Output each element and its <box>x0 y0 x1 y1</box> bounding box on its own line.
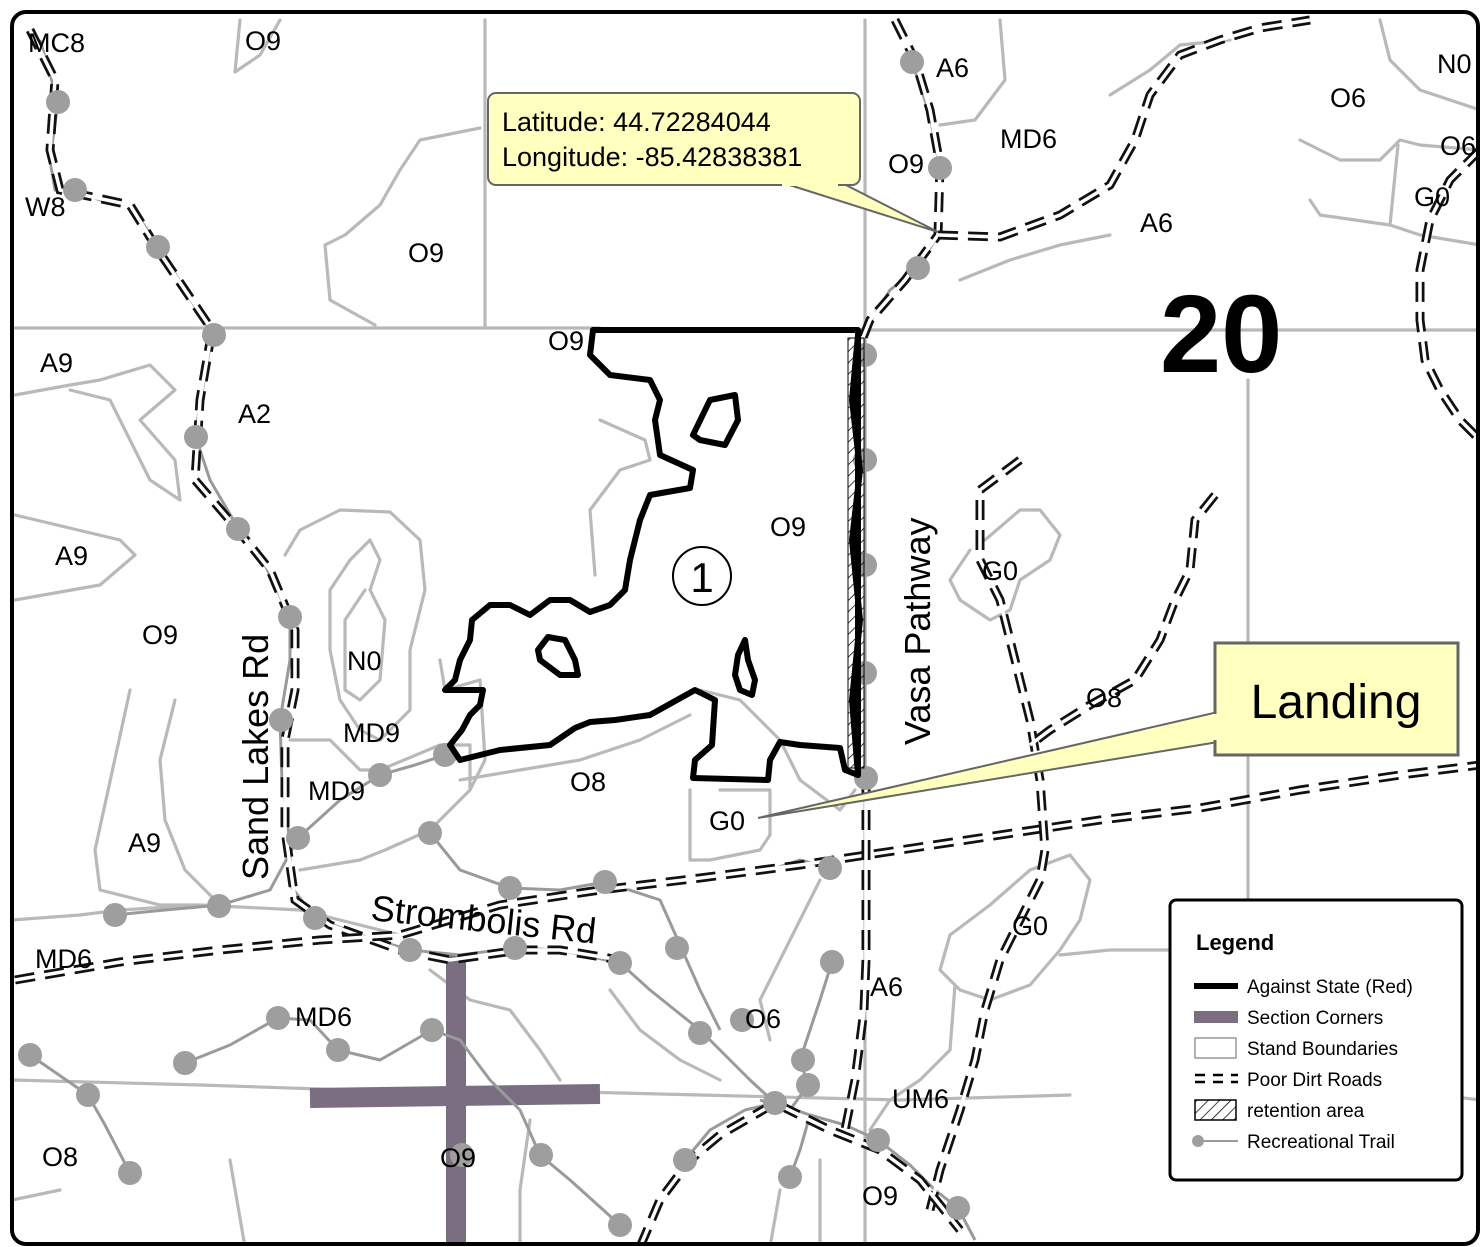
stand-label: O8 <box>42 1142 78 1172</box>
legend-item-label: Section Corners <box>1247 1008 1383 1029</box>
stand-label: A9 <box>40 348 73 378</box>
legend-item-label: Poor Dirt Roads <box>1247 1070 1382 1091</box>
stand-label: O9 <box>142 620 178 650</box>
stand-label: N0 <box>347 646 382 676</box>
stand-label: G0 <box>1012 911 1048 941</box>
legend-symbol-poor-dirt-roads <box>1195 1073 1238 1084</box>
landing-label: Landing <box>1251 676 1422 729</box>
stand-label: O9 <box>888 149 924 179</box>
stand-label: O9 <box>245 26 281 56</box>
stand-labels: MC8 O9 A6 N0 O6 MD6 O9 O6 G0 W8 O9 A6 O9… <box>25 26 1476 1211</box>
stand-label: O9 <box>770 512 806 542</box>
section-corners <box>309 955 601 1244</box>
legend: Legend Against State (Red) Section Corne… <box>1168 898 1464 1182</box>
landing-callout: Landing <box>757 641 1460 819</box>
stand-label: O8 <box>1086 683 1122 713</box>
poor-dirt-roads <box>14 15 1478 1244</box>
stand-label: A6 <box>870 972 903 1002</box>
stand-label: UM6 <box>892 1084 949 1114</box>
stand-label: A9 <box>55 541 88 571</box>
road-label-sand-lakes: Sand Lakes Rd <box>235 634 276 880</box>
stand-label: O9 <box>440 1143 476 1173</box>
stand-label: A2 <box>238 399 271 429</box>
stand-number: 1 <box>690 554 713 601</box>
stand-label: A9 <box>128 828 161 858</box>
legend-item-label: Recreational Trail <box>1247 1132 1395 1153</box>
legend-item-label: Against State (Red) <box>1247 977 1413 998</box>
legend-title: Legend <box>1196 930 1274 955</box>
longitude-text: Longitude: -85.42838381 <box>502 142 802 172</box>
legend-item-label: Stand Boundaries <box>1247 1039 1398 1060</box>
stand-label: O6 <box>1440 131 1476 161</box>
legend-symbol-stand-boundaries <box>1194 1037 1237 1059</box>
stand-label: MD9 <box>343 718 400 748</box>
stand-label: O9 <box>408 238 444 268</box>
latitude-text: Latitude: 44.72284044 <box>502 107 771 137</box>
stand-label: O9 <box>862 1181 898 1211</box>
stand-label: W8 <box>25 192 66 222</box>
stand-label: G0 <box>982 556 1018 586</box>
stand-label: O8 <box>570 767 606 797</box>
stand-label: MD9 <box>308 776 365 806</box>
stand-label: G0 <box>1414 182 1450 212</box>
stand-label: O6 <box>745 1004 781 1034</box>
stand-label: N0 <box>1437 49 1472 79</box>
stand-label: O9 <box>548 326 584 356</box>
stand-label: MD6 <box>1000 124 1057 154</box>
stand-label: MC8 <box>28 28 85 58</box>
stand-label: MD6 <box>35 944 92 974</box>
stand-label: A6 <box>1140 208 1173 238</box>
map-frame <box>10 10 1480 1246</box>
coordinate-callout: Latitude: 44.72284044 Longitude: -85.428… <box>487 92 939 233</box>
stand-label: MD6 <box>295 1002 352 1032</box>
stand-number-marker: 1 <box>672 546 732 606</box>
stand-label: O6 <box>1330 83 1366 113</box>
road-label-vasa: Vasa Pathway <box>897 518 938 745</box>
stand-label: A6 <box>936 53 969 83</box>
section-number: 20 <box>1160 273 1282 396</box>
against-state-boundary <box>442 327 863 783</box>
legend-item-label: retention area <box>1247 1101 1365 1122</box>
legend-symbol-retention-area <box>1194 1099 1237 1121</box>
stand-label: G0 <box>709 806 745 836</box>
legend-symbol-recreational-trail <box>1192 1135 1238 1147</box>
